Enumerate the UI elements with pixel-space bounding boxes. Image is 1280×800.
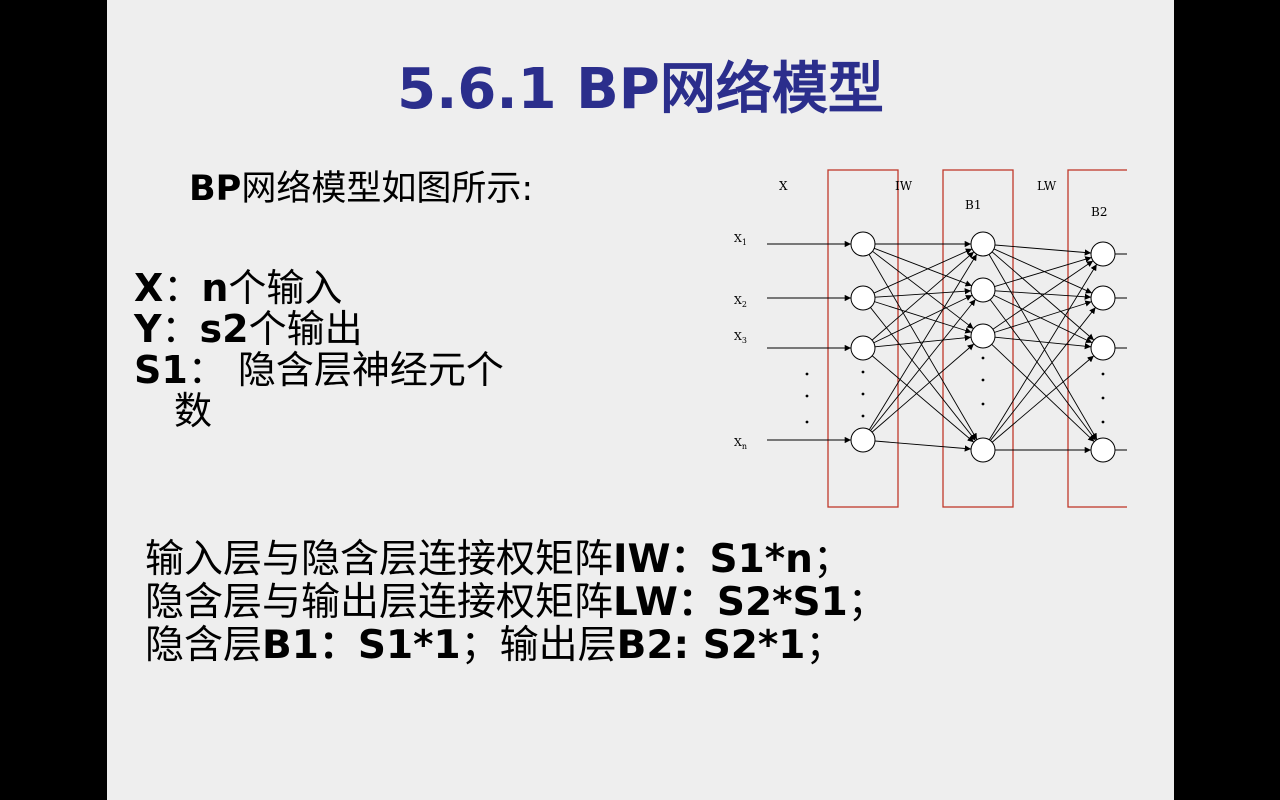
connection-line [993, 248, 1093, 294]
caption-text: 网络模型如图所示: [241, 169, 534, 209]
ellipsis-dot [981, 356, 985, 360]
connection-line [994, 244, 1092, 256]
ellipsis-dot [861, 392, 865, 396]
connection-line [870, 299, 976, 431]
input-label-2: X2 [734, 294, 747, 309]
input-neuron-1 [850, 231, 876, 257]
connection-line [871, 343, 975, 433]
connection-line [991, 355, 1095, 443]
connection-line [992, 260, 1094, 330]
connection-line [874, 247, 972, 287]
iw-line: 输入层与隐含层连接权矩阵IW：S1*n； [145, 537, 852, 582]
connection-line [874, 301, 972, 334]
ellipsis-dot [861, 370, 865, 374]
label-x: X [779, 179, 788, 193]
slide: 5.6.1 BP网络模型 BP网络模型如图所示: X：n个输入 Y：s2个输出 … [107, 0, 1174, 800]
output-neuron-3 [1090, 335, 1116, 361]
connection-line [868, 253, 978, 431]
label-b1: B1 [965, 198, 981, 212]
label-iw: IW [895, 179, 913, 193]
bias-line: 隐含层B1：S1*1；输出层B2: S2*1； [145, 623, 845, 668]
input-neuron-4 [850, 427, 876, 453]
bp-network-diagram: XIWB1LWB2YX1X2X3XnY1Y2Y3Ys2 [734, 169, 1127, 508]
connection-line [993, 294, 1093, 344]
layer-box-1 [827, 169, 899, 508]
definition-x: X：n个输入 [134, 266, 343, 310]
hidden-neuron-3 [970, 323, 996, 349]
input-label-1: X1 [734, 232, 747, 247]
connection-line [871, 251, 975, 341]
hidden-neuron-4 [970, 437, 996, 463]
connection-line [872, 250, 974, 330]
ellipsis-dot [805, 372, 809, 376]
connection-line [874, 288, 972, 298]
definition-s1: S1： 隐含层神经元个 [134, 348, 504, 392]
ellipsis-dot [805, 420, 809, 424]
output-neuron-1 [1090, 241, 1116, 267]
connection-line [988, 254, 1098, 440]
connection-line [871, 355, 975, 443]
definitions-list: X：n个输入 Y：s2个输出 S1： 隐含层神经元个 数 [134, 268, 504, 432]
input-label-3: X3 [734, 330, 747, 345]
connection-line [991, 251, 1095, 341]
label-b2: B2 [1091, 205, 1107, 219]
output-neuron-4 [1090, 437, 1116, 463]
label-lw: LW [1037, 179, 1057, 193]
connection-line [873, 294, 973, 344]
caption-bold: BP [189, 169, 242, 209]
definition-y: Y：s2个输出 [134, 307, 363, 351]
layer-box-2 [942, 169, 1014, 508]
connection-line [988, 263, 1098, 441]
ellipsis-dot [861, 414, 865, 418]
ellipsis-dot [1101, 372, 1105, 376]
connection-line [994, 256, 1092, 287]
input-label-4: Xn [734, 436, 747, 451]
input-neuron-3 [850, 335, 876, 361]
hidden-neuron-2 [970, 277, 996, 303]
connection-line [994, 300, 1092, 333]
connection-line [994, 336, 1092, 350]
hidden-neuron-1 [970, 231, 996, 257]
ellipsis-dot [981, 378, 985, 382]
lw-line: 隐含层与输出层连接权矩阵LW：S2*S1； [145, 580, 887, 625]
connection-line [991, 343, 1095, 443]
connection-line [989, 299, 1097, 441]
ellipsis-dot [1101, 420, 1105, 424]
ellipsis-dot [805, 394, 809, 398]
input-neuron-2 [850, 285, 876, 311]
connection-line [874, 440, 972, 452]
output-neuron-2 [1090, 285, 1116, 311]
ellipsis-dot [981, 402, 985, 406]
definition-s1-continued: 数 [174, 389, 213, 433]
connection-line [873, 248, 973, 294]
connection-line [994, 290, 1092, 300]
layer-box-3 [1067, 169, 1127, 508]
connection-line [990, 307, 1096, 441]
connection-line [870, 307, 976, 441]
connection-line [868, 254, 978, 440]
ellipsis-dot [1101, 396, 1105, 400]
page-title: 5.6.1 BP网络模型 [397, 57, 884, 122]
diagram-caption: BP网络模型如图所示: [189, 168, 533, 210]
matrix-dimensions: 输入层与隐含层连接权矩阵IW：S1*n； 隐含层与输出层连接权矩阵LW：S2*S… [145, 540, 887, 669]
